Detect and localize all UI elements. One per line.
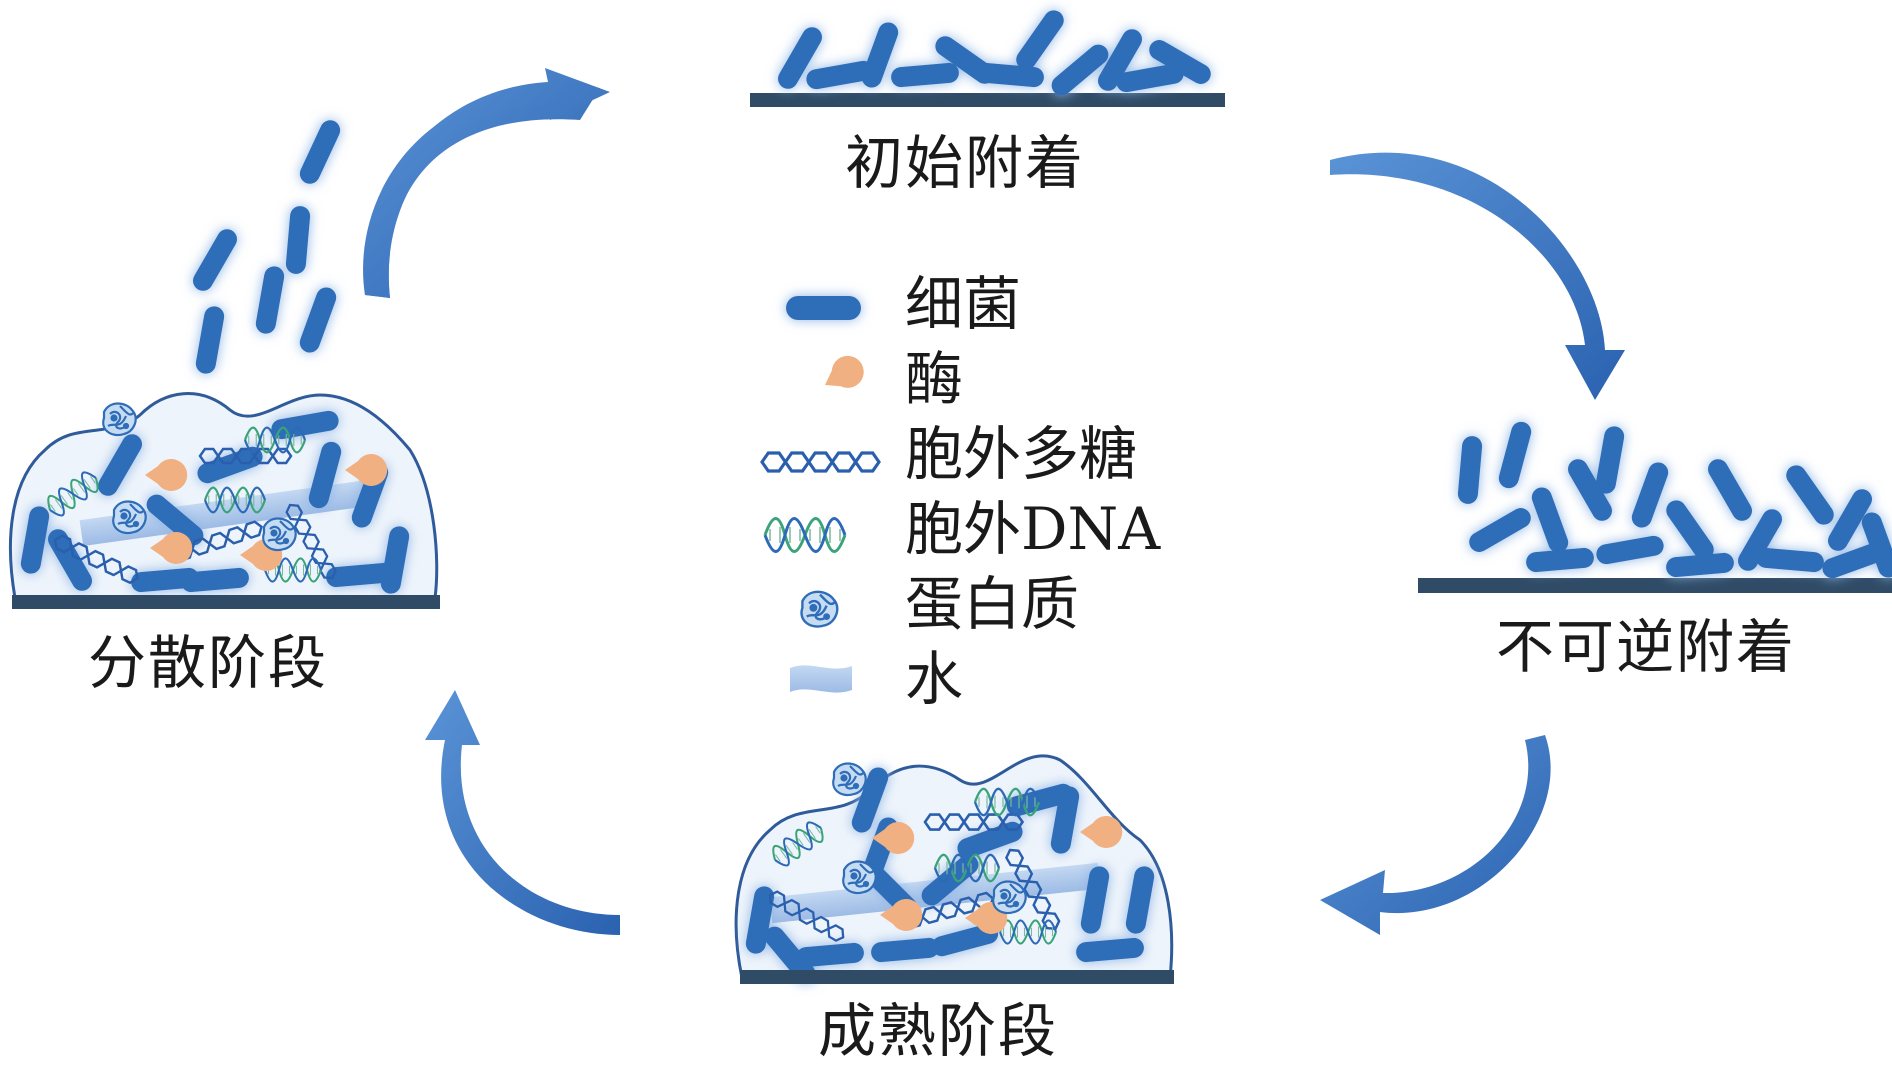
dna-icon <box>763 517 847 553</box>
dispersing-bacteria <box>189 116 344 376</box>
stage-label-mature: 成熟阶段 <box>818 997 1059 1065</box>
arrow-to-dispersal <box>425 690 620 935</box>
water-icon <box>790 665 852 693</box>
mature-stage <box>734 754 1174 988</box>
initial-attachment-stage <box>750 6 1225 107</box>
arrow-to-initial <box>363 65 610 298</box>
irreversible-attachment-stage <box>1418 419 1892 593</box>
stage-label-dispersal: 分散阶段 <box>88 629 329 697</box>
stage-label-initial: 初始附着 <box>845 129 1086 197</box>
dispersal-water <box>79 479 371 547</box>
legend-label-dna: 胞外DNA <box>905 495 1161 563</box>
legend-icons <box>760 296 881 693</box>
dispersal-surface <box>12 595 440 609</box>
dispersal-stage <box>8 116 440 609</box>
legend-label-bacteria: 细菌 <box>905 270 1022 338</box>
legend-label-water: 水 <box>905 645 964 713</box>
bacteria-icon <box>786 296 861 320</box>
initial-surface <box>750 93 1225 107</box>
mature-surface <box>740 970 1174 984</box>
arrow-to-mature <box>1320 735 1551 935</box>
protein-icon <box>800 590 839 628</box>
irreversible-bacteria <box>1457 419 1892 582</box>
polysaccharide-icon <box>760 451 881 473</box>
legend-label-enzyme: 酶 <box>905 345 964 413</box>
arrow-to-irreversible <box>1330 152 1625 400</box>
stage-label-irreversible: 不可逆附着 <box>1496 613 1797 681</box>
irreversible-surface <box>1418 578 1892 593</box>
legend-label-polysaccharide: 胞外多糖 <box>905 420 1138 488</box>
enzyme-icon <box>825 355 864 388</box>
legend-label-protein: 蛋白质 <box>905 570 1080 638</box>
initial-bacteria <box>774 6 1215 100</box>
